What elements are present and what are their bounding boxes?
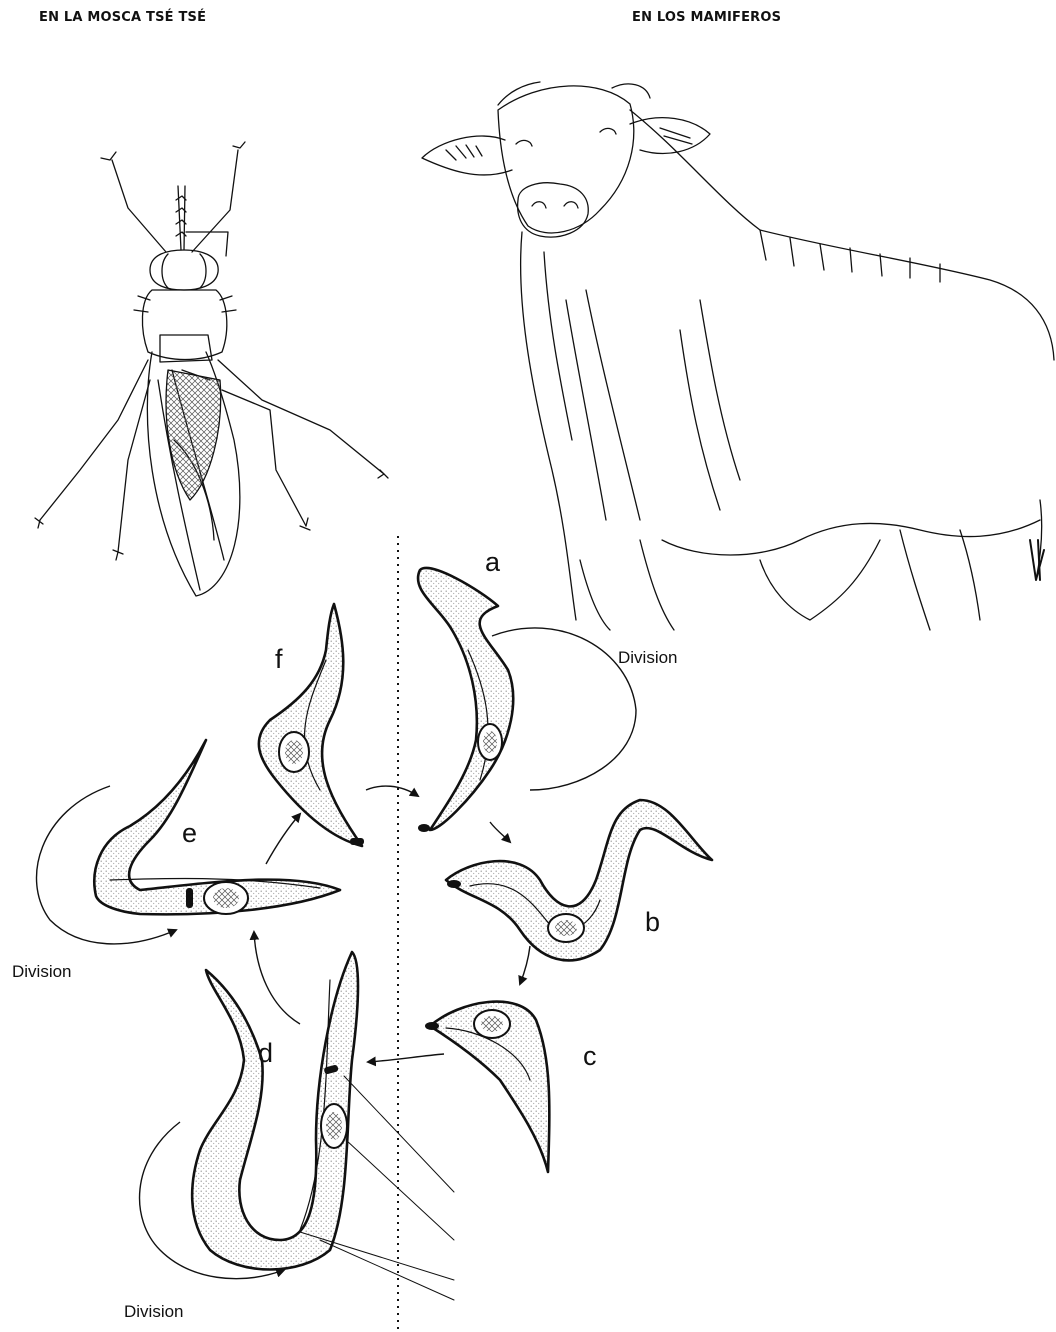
arrow-e-to-f bbox=[266, 814, 300, 864]
arrow-d-to-e bbox=[254, 932, 300, 1024]
cow-belly bbox=[662, 520, 1040, 555]
stage-label-b: b bbox=[645, 907, 660, 937]
stage-label-d: d bbox=[258, 1038, 273, 1068]
arrow-f-to-a bbox=[366, 786, 418, 796]
arrow-c-to-d bbox=[368, 1054, 444, 1062]
stage-label-a: a bbox=[485, 547, 501, 577]
fly-leg-right-front bbox=[218, 360, 384, 474]
cow-muzzle bbox=[518, 183, 589, 237]
trypanosome-stage-f bbox=[259, 604, 364, 846]
stage-label-c: c bbox=[583, 1041, 597, 1071]
fly-thorax bbox=[142, 290, 226, 360]
cow-foreleg bbox=[580, 540, 674, 630]
arrow-a-to-b bbox=[490, 822, 510, 842]
division-label-upper: Division bbox=[618, 648, 678, 667]
fly-antenna-right bbox=[192, 150, 238, 252]
cow-ear-right bbox=[630, 118, 710, 154]
division-label-left: Division bbox=[12, 962, 72, 981]
tsetse-fly-drawing bbox=[35, 142, 388, 596]
cow-back bbox=[630, 110, 1054, 360]
cow-horn-left bbox=[498, 82, 540, 105]
cow-dewlap bbox=[521, 232, 576, 620]
trypanosome-stage-b bbox=[446, 800, 712, 960]
fly-head bbox=[150, 250, 218, 290]
trypanosome-stage-c bbox=[425, 1002, 549, 1172]
stage-label-f: f bbox=[275, 644, 283, 674]
cow-ear-left bbox=[422, 136, 512, 175]
trypanosome-stage-a bbox=[418, 568, 513, 832]
stage-label-e: e bbox=[182, 818, 197, 848]
fly-leg-right-back bbox=[222, 390, 306, 526]
cow-hind-belly bbox=[760, 540, 880, 620]
fly-abdomen bbox=[166, 370, 221, 500]
arrow-b-to-c bbox=[520, 946, 530, 984]
division-label-bottom: Division bbox=[124, 1302, 184, 1321]
cow-drawing bbox=[422, 82, 1054, 630]
trypanosome-stage-d bbox=[192, 952, 454, 1300]
fly-antenna-left bbox=[112, 160, 166, 252]
fly-leg-left-front bbox=[40, 360, 148, 520]
cow-hindleg bbox=[900, 530, 980, 630]
fly-leg-left-back bbox=[118, 380, 150, 552]
